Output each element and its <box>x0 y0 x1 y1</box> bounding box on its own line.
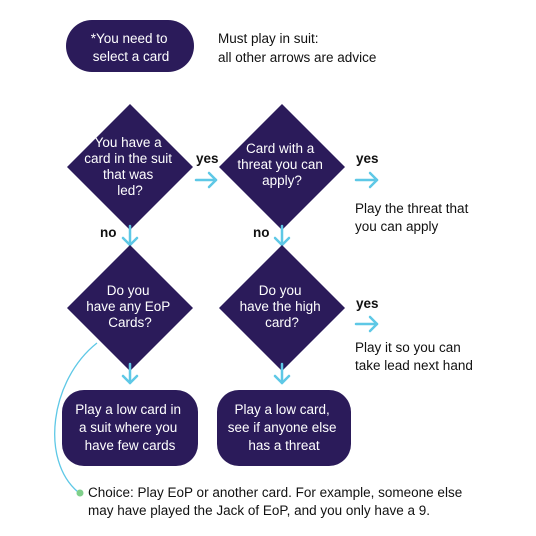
decision-threat <box>219 104 345 230</box>
action-play-low-suit <box>62 390 198 466</box>
arrow-down-3 <box>121 362 139 385</box>
arrow-yes-1 <box>194 171 218 189</box>
outcome-play-threat: Play the threat that you can apply <box>355 201 472 234</box>
action-play-low-threat-text: Play a low card, see if anyone else has … <box>228 402 341 453</box>
choice-connector <box>54 342 98 493</box>
arrow-down-4 <box>273 362 291 385</box>
note-box-text: *You need to select a card <box>91 31 172 64</box>
decision-have-eop <box>67 245 193 371</box>
decision-high-card <box>219 245 345 371</box>
arrow-yes-3 <box>354 315 379 333</box>
action-play-low-threat <box>217 390 351 466</box>
yes-label-3: yes <box>356 296 379 311</box>
yes-label-1: yes <box>196 151 219 166</box>
decision-have-eop-text: Do you have any EoP Cards? <box>86 283 174 330</box>
decision-have-suit-text: You have a card in the suit that was led… <box>84 135 176 198</box>
outcome-play-lead: Play it so you can take lead next hand <box>355 340 473 373</box>
decision-high-card-text: Do you have the high card? <box>240 283 325 330</box>
arrow-no-2 <box>273 224 291 247</box>
arrow-yes-2 <box>354 171 379 189</box>
rule-text: Must play in suit: all other arrows are … <box>218 31 376 65</box>
no-label-1: no <box>100 225 117 240</box>
decision-have-suit <box>67 104 193 230</box>
no-label-2: no <box>253 225 270 240</box>
arrow-no-1 <box>121 224 139 247</box>
choice-note: Choice: Play EoP or another card. For ex… <box>88 485 466 518</box>
choice-dot <box>76 489 84 497</box>
note-box <box>66 20 194 72</box>
decision-threat-text: Card with a threat you can apply? <box>237 141 326 188</box>
yes-label-2: yes <box>356 151 379 166</box>
action-play-low-suit-text: Play a low card in a suit where you have… <box>75 402 185 453</box>
